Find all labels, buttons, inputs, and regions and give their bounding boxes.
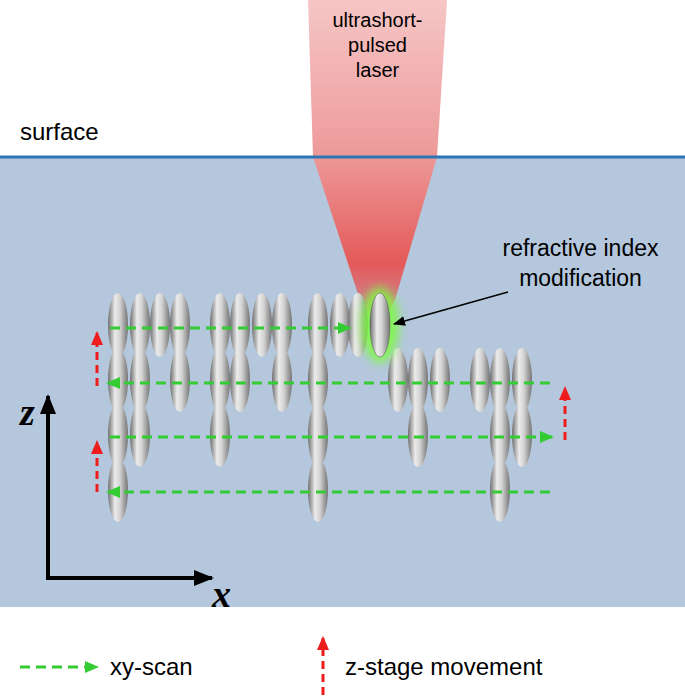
voxel: [108, 403, 128, 467]
voxel: [170, 348, 190, 412]
legend-label: xy-scan: [110, 653, 193, 680]
voxel: [430, 348, 450, 412]
axes: [46, 396, 212, 580]
voxel: [512, 403, 532, 467]
voxel: [308, 293, 328, 357]
voxel: [210, 293, 230, 357]
focus-voxel: [370, 293, 390, 357]
voxel: [470, 348, 490, 412]
surface-line: [0, 156, 685, 159]
voxel: [130, 348, 150, 412]
legend-entry: xy-scan: [110, 652, 193, 682]
legend-label: z-stage movement: [345, 653, 542, 680]
voxel: [210, 403, 230, 467]
modified-voxels: [108, 293, 532, 522]
voxel: [330, 293, 350, 357]
beam-label: ultrashort-pulsed laser: [329, 8, 427, 83]
voxel: [408, 403, 428, 467]
voxel: [108, 293, 128, 357]
legend-entry: z-stage movement: [345, 652, 542, 682]
voxel: [272, 348, 292, 412]
z-arrow: [96, 442, 99, 492]
annotation-label: refractive index modification: [488, 233, 673, 293]
scan-arrow: [108, 491, 550, 494]
legend-z-sample: [322, 638, 325, 695]
axis-label: z: [20, 392, 60, 432]
legend-scan-sample: [20, 666, 97, 669]
voxel: [230, 293, 250, 357]
voxel: [308, 348, 328, 412]
voxel: [130, 293, 150, 357]
voxel: [490, 348, 510, 412]
voxel: [308, 403, 328, 467]
focus-glow: [361, 287, 399, 363]
z-arrow: [96, 333, 99, 386]
voxel: [272, 293, 292, 357]
voxel: [210, 348, 230, 412]
z-axis: [46, 396, 50, 580]
xy-scan-arrows: [108, 328, 552, 492]
annotation-label: surface: [20, 117, 160, 147]
voxel: [252, 293, 272, 357]
z-move-arrows: [97, 333, 565, 492]
voxel: [150, 293, 170, 357]
scan-arrow: [110, 436, 552, 439]
voxel: [308, 458, 328, 522]
x-axis: [46, 576, 212, 580]
voxel: [512, 348, 532, 412]
voxel: [108, 458, 128, 522]
leader-arrow: [394, 292, 508, 324]
voxel: [170, 293, 190, 357]
scan-arrow: [110, 327, 350, 330]
beam-cone: [308, 0, 447, 330]
voxel: [230, 348, 250, 412]
z-arrow: [564, 388, 567, 440]
voxel: [108, 348, 128, 412]
voxel: [388, 348, 408, 412]
scan-arrow: [108, 382, 550, 385]
voxel: [490, 403, 510, 467]
voxel: [130, 403, 150, 467]
voxel: [408, 348, 428, 412]
voxel: [490, 458, 510, 522]
axis-label: x: [212, 574, 252, 614]
